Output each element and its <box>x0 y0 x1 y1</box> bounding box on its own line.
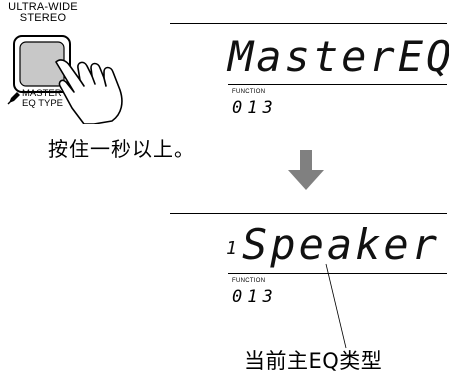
display-top-rule-2 <box>170 213 447 215</box>
display-mid-rule <box>228 84 447 86</box>
function-number: 013 <box>232 98 278 118</box>
button-top-label: ULTRA-WIDE STEREO <box>8 1 78 24</box>
callout-leader-line <box>325 263 347 349</box>
display-mid-rule-2 <box>228 273 447 275</box>
lcd-prefix-number: 1 <box>226 238 237 259</box>
instruction-text: 按住一秒以上。 <box>48 137 195 161</box>
down-arrow-icon <box>288 150 324 190</box>
pressing-hand-icon <box>55 59 123 124</box>
pen-icon <box>7 92 20 105</box>
callout-label: 当前主EQ类型 <box>244 349 383 373</box>
button-bottom-label: MASTER EQ TYPE <box>22 88 64 109</box>
function-tag: FUNCTION <box>232 89 266 95</box>
ultra-wide-stereo-button[interactable] <box>0 24 160 124</box>
function-tag-2: FUNCTION <box>232 278 266 284</box>
display-top-rule <box>170 23 447 25</box>
function-number-2: 013 <box>232 287 278 307</box>
lcd-main-text: MasterEQ <box>228 32 449 81</box>
lcd-main-text-2: Speaker <box>242 220 441 269</box>
